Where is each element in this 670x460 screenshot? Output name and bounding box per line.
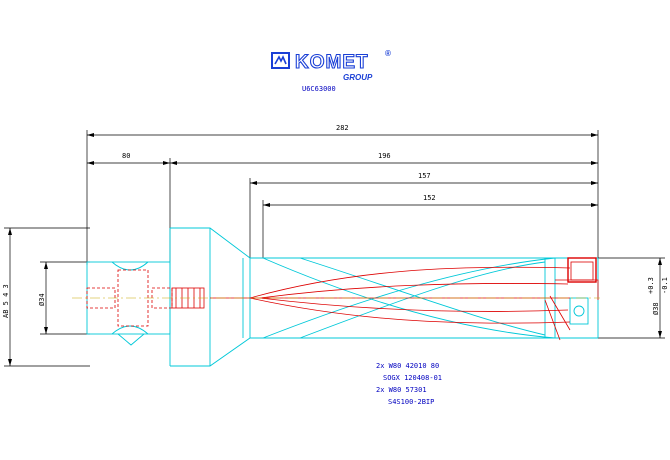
hidden-lines xyxy=(86,257,599,341)
part-number: U6C63000 xyxy=(302,85,336,93)
insert-note-3: 2x W80 57301 xyxy=(376,386,427,394)
logo-brand: KOMET xyxy=(295,52,369,73)
logo-mark-icon xyxy=(271,52,290,69)
dim-body-length: 196 xyxy=(378,152,391,160)
dim-flange-diameter: AB 5 4 3 xyxy=(2,284,10,318)
dimension-arrows xyxy=(8,133,662,366)
insert-note-1: 2x W80 42010 80 xyxy=(376,362,439,370)
insert-note-4: S4S100-2BIP xyxy=(388,398,434,406)
dim-flute-length-2: 152 xyxy=(423,194,436,202)
tool-outline xyxy=(86,227,599,367)
dim-inner-diameter: Ø34 xyxy=(38,293,46,306)
logo-registered: ® xyxy=(385,49,391,58)
insert-notes: 2x W80 42010 80 SOGX 120408-01 2x W80 57… xyxy=(376,362,442,406)
dim-tolerance-lower: -0.1 xyxy=(661,277,669,294)
dim-tolerance-upper: +0.3 xyxy=(647,277,655,294)
logo-group: GROUP xyxy=(343,73,373,82)
dim-shank-length: 80 xyxy=(122,152,130,160)
dimension-lines xyxy=(4,130,665,367)
insert-note-2: SOGX 120408-01 xyxy=(383,374,442,382)
logo-crown-icon xyxy=(274,55,287,65)
dim-flute-length-1: 157 xyxy=(418,172,431,180)
dim-overall-length: 282 xyxy=(336,124,349,132)
komet-logo: KOMET ® GROUP xyxy=(271,49,391,82)
dim-cutting-diameter: Ø38 xyxy=(652,302,660,315)
